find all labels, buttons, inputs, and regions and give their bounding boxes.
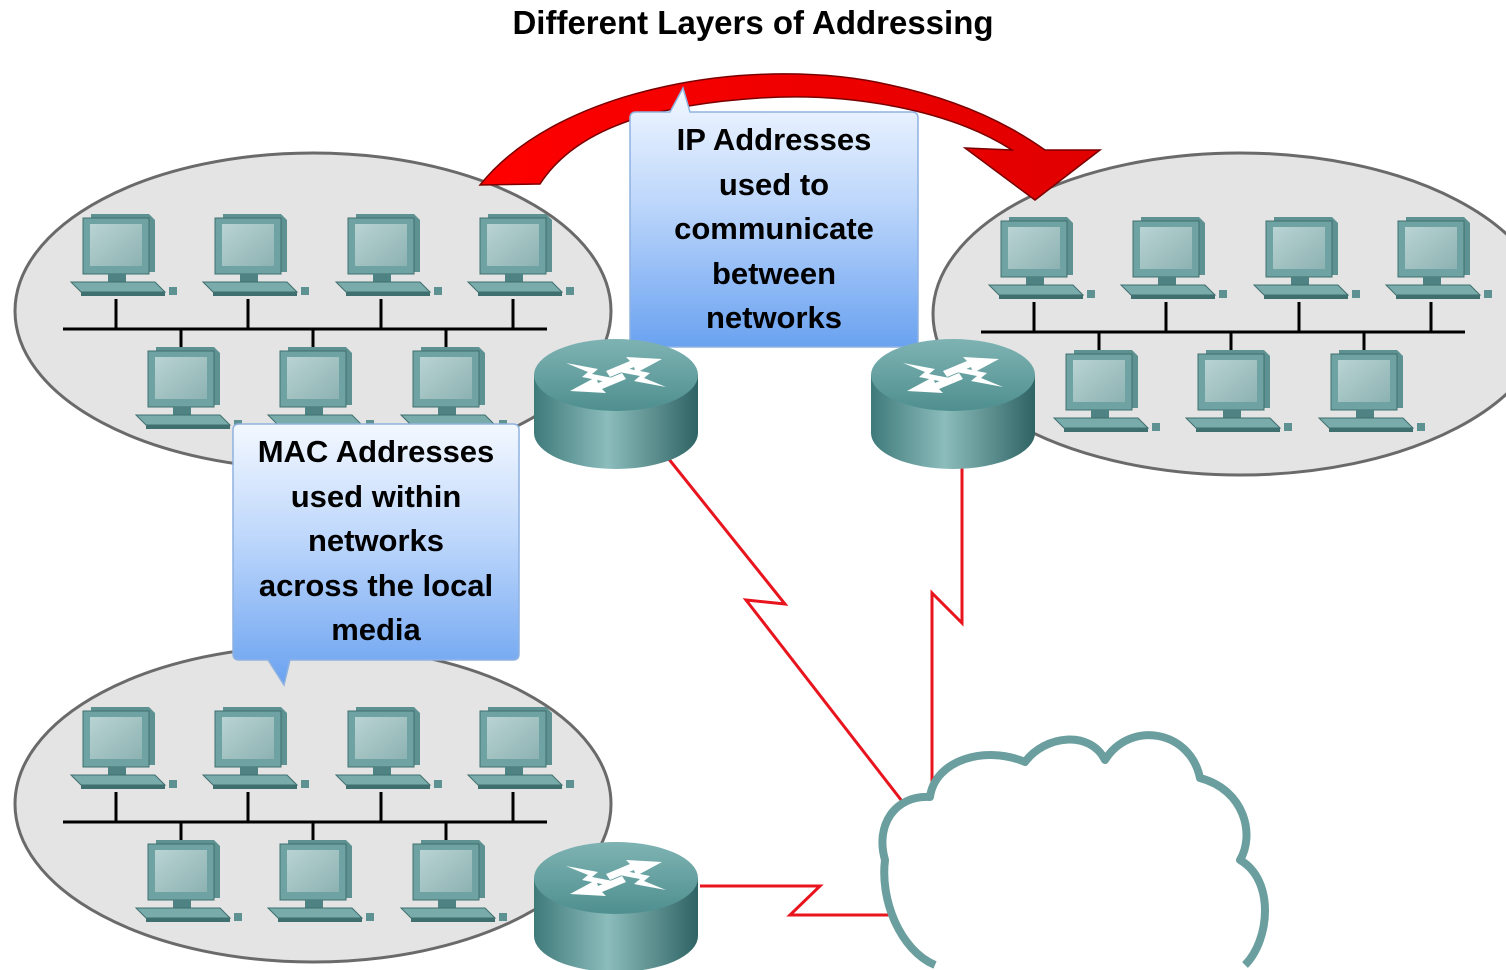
computer-icon: [201, 707, 309, 789]
computer-icon: [1119, 217, 1227, 299]
cloud-icon: [878, 731, 1269, 969]
wan-link-router-b: [930, 460, 964, 795]
ip-callout-line-3: communicate: [674, 211, 874, 246]
computer-icon: [987, 217, 1095, 299]
computer-icon: [399, 840, 507, 922]
computer-icon: [201, 214, 309, 296]
wan-link-router-c: [700, 884, 905, 917]
computer-icon: [134, 347, 242, 429]
ip-callout-line-4: between: [711, 255, 837, 291]
ip-callout-line-2: used to: [718, 166, 830, 202]
computer-icon: [69, 214, 177, 296]
mac-callout-line-3: networks: [307, 523, 445, 558]
computer-icon: [134, 840, 242, 922]
wan-link-router-a: [666, 457, 907, 806]
wan-links: [666, 457, 964, 917]
ip-callout-line-5: networks: [705, 300, 843, 335]
computer-icon: [266, 840, 374, 922]
mac-callout-line-5: media: [331, 612, 421, 647]
mac-callout-line-4: across the local: [258, 567, 494, 603]
diagram-title: Different Layers of Addressing: [512, 4, 994, 41]
computer-icon: [334, 707, 442, 789]
computer-icon: [466, 214, 574, 296]
computer-icon: [399, 347, 507, 429]
ip-callout-text: IP Addresses used to communicate between…: [630, 118, 918, 341]
router-icon: [534, 339, 698, 469]
lan-left-bottom: [13, 644, 613, 964]
router-icon: [871, 339, 1035, 469]
computer-icon: [1384, 217, 1492, 299]
computer-icon: [334, 214, 442, 296]
mac-callout-line-2: used within: [290, 478, 462, 514]
ip-callout-line-1: IP Addresses: [676, 122, 872, 157]
computer-icon: [1184, 350, 1292, 432]
computer-icon: [466, 707, 574, 789]
lan-left-top: [13, 151, 613, 471]
mac-callout: [232, 423, 520, 687]
computer-icon: [1317, 350, 1425, 432]
mac-callout-line-1: MAC Addresses: [257, 434, 495, 469]
mac-callout-text: MAC Addresses used within networks acros…: [233, 430, 519, 653]
router-icon: [534, 842, 698, 970]
computer-icon: [1052, 350, 1160, 432]
computer-icon: [69, 707, 177, 789]
computer-icon: [1252, 217, 1360, 299]
lan-right-top: [931, 151, 1506, 477]
